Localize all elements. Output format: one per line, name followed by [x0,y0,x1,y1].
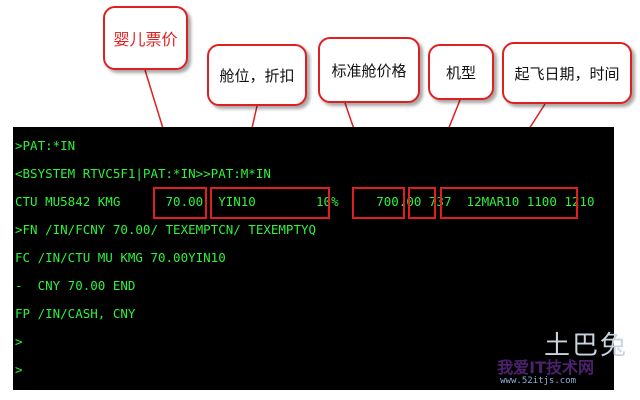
terminal-prompt[interactable]: > [15,362,23,377]
highlight-standard-fare [352,187,405,219]
callout-cabin-discount: 舱位，折扣 [207,44,307,106]
highlight-departure-datetime [440,187,578,219]
callout-departure-datetime: 起飞日期，时间 [502,42,632,104]
terminal-line: FC /IN/CTU MU KMG 70.00YIN10 [15,250,226,265]
terminal-line: FP /IN/CASH, CNY [15,306,136,321]
terminal-line: >FN /IN/FCNY 70.00/ TEXEMPTCN/ TEXEMPTYQ [15,222,317,237]
callout-label: 标准舱价格 [331,61,407,80]
watermark-logo: 土巴兔 [543,331,628,361]
callout-aircraft-type: 机型 [428,44,494,100]
watermark-url: www.52itjs.com [500,376,576,386]
highlight-infant-fare [153,187,207,219]
callout-infant-fare: 婴儿票价 [103,6,188,70]
callout-standard-fare: 标准舱价格 [318,37,420,103]
callout-label: 舱位，折扣 [219,66,295,85]
terminal-line: >PAT:*IN [15,138,76,153]
callout-label: 婴儿票价 [113,30,178,49]
terminal-window[interactable]: >PAT:*IN <BSYSTEM RTVC5F1|PAT:*IN>>PAT:M… [13,127,614,390]
callout-label: 机型 [445,63,476,82]
watermark-text: 我爱IT技术网 [497,358,594,377]
terminal-line: <BSYSTEM RTVC5F1|PAT:*IN>>PAT:M*IN [15,166,271,181]
callout-label: 起飞日期，时间 [514,64,620,83]
terminal-line: - CNY 70.00 END [15,278,136,293]
highlight-cabin-discount [210,187,330,219]
highlight-aircraft-type [408,187,436,219]
terminal-prompt[interactable]: > [15,334,23,349]
terminal-line: CTU MU5842 KMG 70.00 YIN10 10% 700.00 73… [15,194,595,209]
